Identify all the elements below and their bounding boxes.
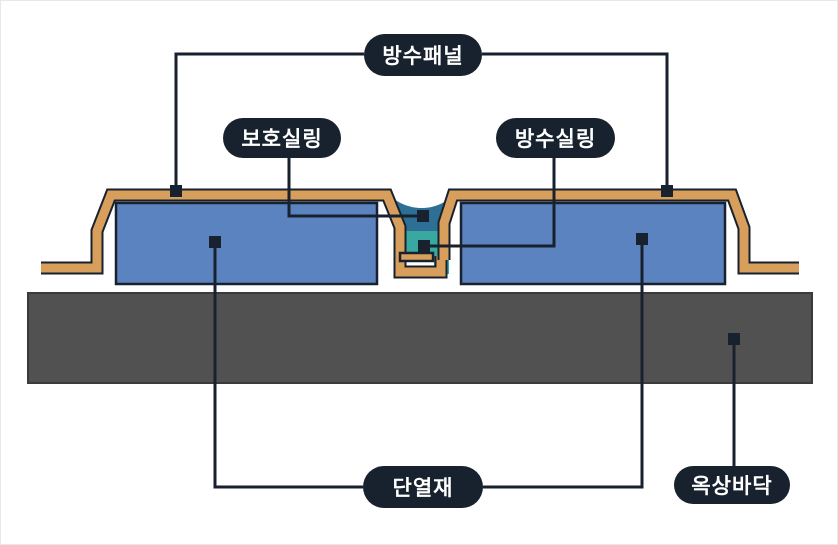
leader-waterproof-panel-left	[174, 52, 364, 188]
marker-insulation-right	[636, 233, 648, 245]
marker-waterproof-sealing	[418, 240, 430, 252]
waterproof-panel-right	[437, 188, 799, 275]
leader-insulation-right	[483, 241, 644, 489]
marker-waterproof-panel-right	[661, 185, 673, 197]
leader-waterproof-panel-right	[482, 52, 669, 188]
leader-insulation-left	[213, 244, 363, 489]
leader-waterproof-sealing	[426, 158, 556, 248]
annotation-lines	[174, 52, 736, 489]
label-rooftop-floor: 옥상바닥	[674, 466, 790, 504]
seam-slot	[404, 261, 434, 267]
waterproof-panel-left	[41, 188, 448, 279]
marker-protective-sealing	[417, 210, 429, 222]
leader-protective-sealing	[287, 158, 419, 218]
marker-waterproof-panel-left	[170, 185, 182, 197]
annotation-markers	[170, 185, 740, 345]
insulation-right-block	[459, 201, 727, 286]
label-waterproof-sealing: 방수실링	[496, 118, 615, 158]
panel-seam-hook	[398, 251, 435, 263]
label-insulation: 단열재	[363, 466, 483, 508]
rooftop-slab	[27, 292, 813, 384]
label-protective-sealing: 보호실링	[223, 118, 341, 158]
label-waterproof-panel: 방수패널	[364, 34, 482, 76]
marker-insulation-left	[209, 236, 221, 248]
marker-rooftop-floor	[728, 333, 740, 345]
